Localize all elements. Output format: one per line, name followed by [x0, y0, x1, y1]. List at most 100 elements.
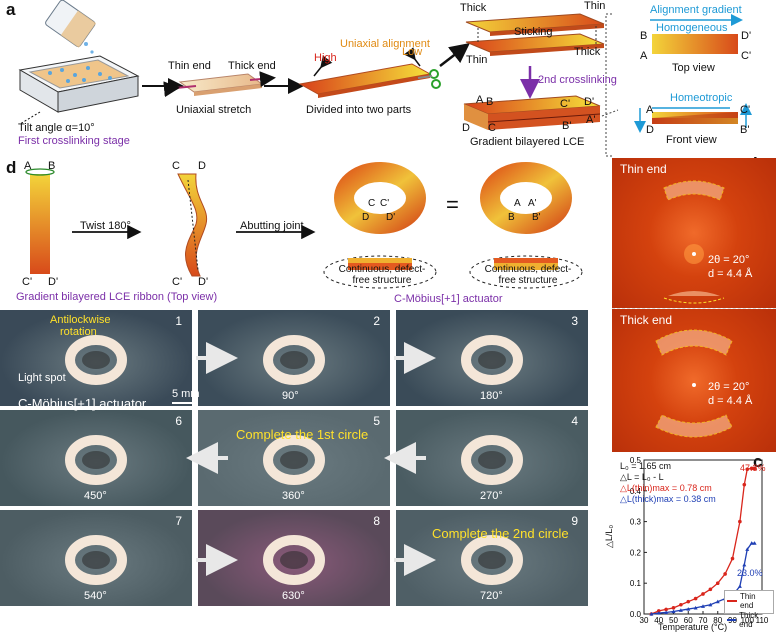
- thick-point: [715, 599, 720, 604]
- frame-angle: 180°: [480, 390, 503, 402]
- alignment-gradient-label: Alignment gradient: [650, 4, 742, 16]
- xrd-thick-end-image: Thick end 2θ = 20° d = 4.4 Å: [612, 309, 776, 452]
- thin-bl-label: Thin: [466, 54, 488, 66]
- tv-corner-b: B: [640, 30, 648, 42]
- m2-corner-a2: A': [528, 198, 537, 209]
- thin-point: [708, 587, 713, 592]
- thick-point: [693, 605, 698, 610]
- rib-corner-b: B: [48, 160, 56, 172]
- tw-corner-d: D: [198, 160, 206, 172]
- chart-ylabel: △L/L₀: [604, 524, 614, 548]
- xrd-d-2: d = 4.4 Å: [708, 395, 753, 407]
- corner-d2: D': [584, 96, 595, 108]
- tw-corner-c: C: [172, 160, 180, 172]
- y-tick-label: 0.4: [630, 487, 642, 496]
- thick-point: [664, 610, 669, 615]
- thin-point: [752, 466, 757, 471]
- rotation-label: rotation: [60, 326, 97, 338]
- frame-angle: 360°: [282, 490, 305, 502]
- frame-number: 4: [571, 414, 578, 428]
- frame-number: 3: [571, 314, 578, 328]
- thick-point: [749, 541, 754, 545]
- tw-corner-c2: C': [172, 276, 183, 288]
- m2-corner-a: A: [514, 198, 521, 209]
- actuator-photo-label: C-Möbius[+1] actuator: [18, 396, 147, 411]
- thin-point: [701, 592, 705, 596]
- frame-number: 1: [175, 314, 182, 328]
- legend-thick: Thick end: [739, 611, 759, 629]
- thin-point: [679, 602, 683, 607]
- corner-a: A: [476, 94, 484, 106]
- corner-c2: C': [560, 98, 571, 110]
- annot-thin-max: △L(thin)max = 0.78 cm: [620, 483, 712, 493]
- m1-corner-d: D: [362, 212, 370, 223]
- complete-first-circle: Complete the 1st circle: [236, 427, 369, 442]
- corner-d: D: [462, 122, 470, 134]
- high-label: High: [314, 52, 337, 64]
- xrd-thick-end-label: Thick end: [620, 313, 673, 327]
- annot-l0: L₀ = 1.65 cm: [620, 461, 672, 471]
- antilockwise-label: Antilockwise: [50, 314, 111, 326]
- rib-corner-c2: C': [22, 276, 33, 288]
- annot-dl: △L = L₀ - L: [620, 472, 664, 482]
- sticking-label: Sticking: [514, 26, 553, 38]
- ribbon-label: Gradient bilayered LCE ribbon (Top view): [16, 291, 218, 303]
- m2-corner-b2: B': [532, 212, 541, 223]
- first-crosslinking-label: First crosslinking stage: [18, 135, 130, 147]
- frame-number: 7: [175, 514, 182, 528]
- m1-corner-c: C: [368, 198, 376, 209]
- thick-point: [708, 602, 713, 607]
- annot-pct-thin: 47.3%: [740, 463, 766, 473]
- thick-end-label: Thick end: [228, 60, 276, 72]
- equals-sign: =: [446, 192, 459, 217]
- thick-point: [656, 611, 661, 615]
- thin-point: [715, 581, 720, 585]
- x-tick-label: 40: [654, 616, 663, 625]
- xrd-thin-end-label: Thin end: [620, 162, 667, 176]
- frame-angle: 450°: [84, 490, 107, 502]
- xrd-thin-end-image: Thin end 2θ = 20° d = 4.4 Å: [612, 158, 776, 308]
- thin-tr-label: Thin: [584, 0, 606, 12]
- x-tick-label: 30: [640, 616, 649, 625]
- x-tick-label: 70: [699, 616, 708, 625]
- shrinkage-chart: 304050607080901001100.00.10.20.30.40.5: [630, 456, 769, 625]
- photo-frame-1: 1: [0, 310, 192, 406]
- panel-label-d: d: [6, 158, 17, 177]
- xrd-d-1: d = 4.4 Å: [708, 268, 753, 280]
- divided-label: Divided into two parts: [306, 104, 412, 116]
- chart-xlabel: Temperature (°C): [658, 622, 728, 632]
- frame-angle: 630°: [282, 590, 305, 602]
- annot-pct-thick: 23.0%: [737, 568, 763, 578]
- thin-point: [738, 519, 742, 524]
- top-view-label: Top view: [672, 62, 715, 74]
- frame-angle: 720°: [480, 590, 503, 602]
- mobius-ribbon-1: [323, 162, 437, 289]
- x-tick-label: 80: [713, 616, 722, 625]
- y-tick-label: 0.0: [630, 610, 642, 619]
- thick-point: [745, 547, 750, 551]
- xrd-two-theta-2: 2θ = 20°: [708, 381, 750, 393]
- abutting-label: Abutting joint: [240, 220, 304, 232]
- homeotropic-label: Homeotropic: [670, 92, 733, 104]
- scissors-icon: [417, 69, 441, 89]
- thin-point: [742, 482, 747, 487]
- homogeneous-label: Homogeneous: [656, 22, 728, 34]
- tilt-angle-label: Tilt angle α=10°: [18, 122, 95, 134]
- corner-b: B: [486, 96, 494, 108]
- uniaxial-alignment-label: Uniaxial alignment: [340, 38, 430, 50]
- chart-legend: Thin end Thick end: [724, 590, 774, 629]
- uniaxial-stretch-label: Uniaxial stretch: [176, 104, 252, 116]
- thick-br-label: Thick: [574, 46, 601, 58]
- thin-point: [745, 467, 750, 472]
- thin-point: [656, 609, 661, 613]
- complete-second-circle: Complete the 2nd circle: [432, 526, 569, 541]
- thin-point: [693, 596, 698, 601]
- panel-e-arrows: [186, 342, 436, 576]
- frame-number: 6: [175, 414, 182, 428]
- photo-frame-6: 6 450°: [0, 410, 192, 506]
- tw-corner-d2: D': [198, 276, 209, 288]
- gradient-lce-label: Gradient bilayered LCE: [470, 136, 585, 148]
